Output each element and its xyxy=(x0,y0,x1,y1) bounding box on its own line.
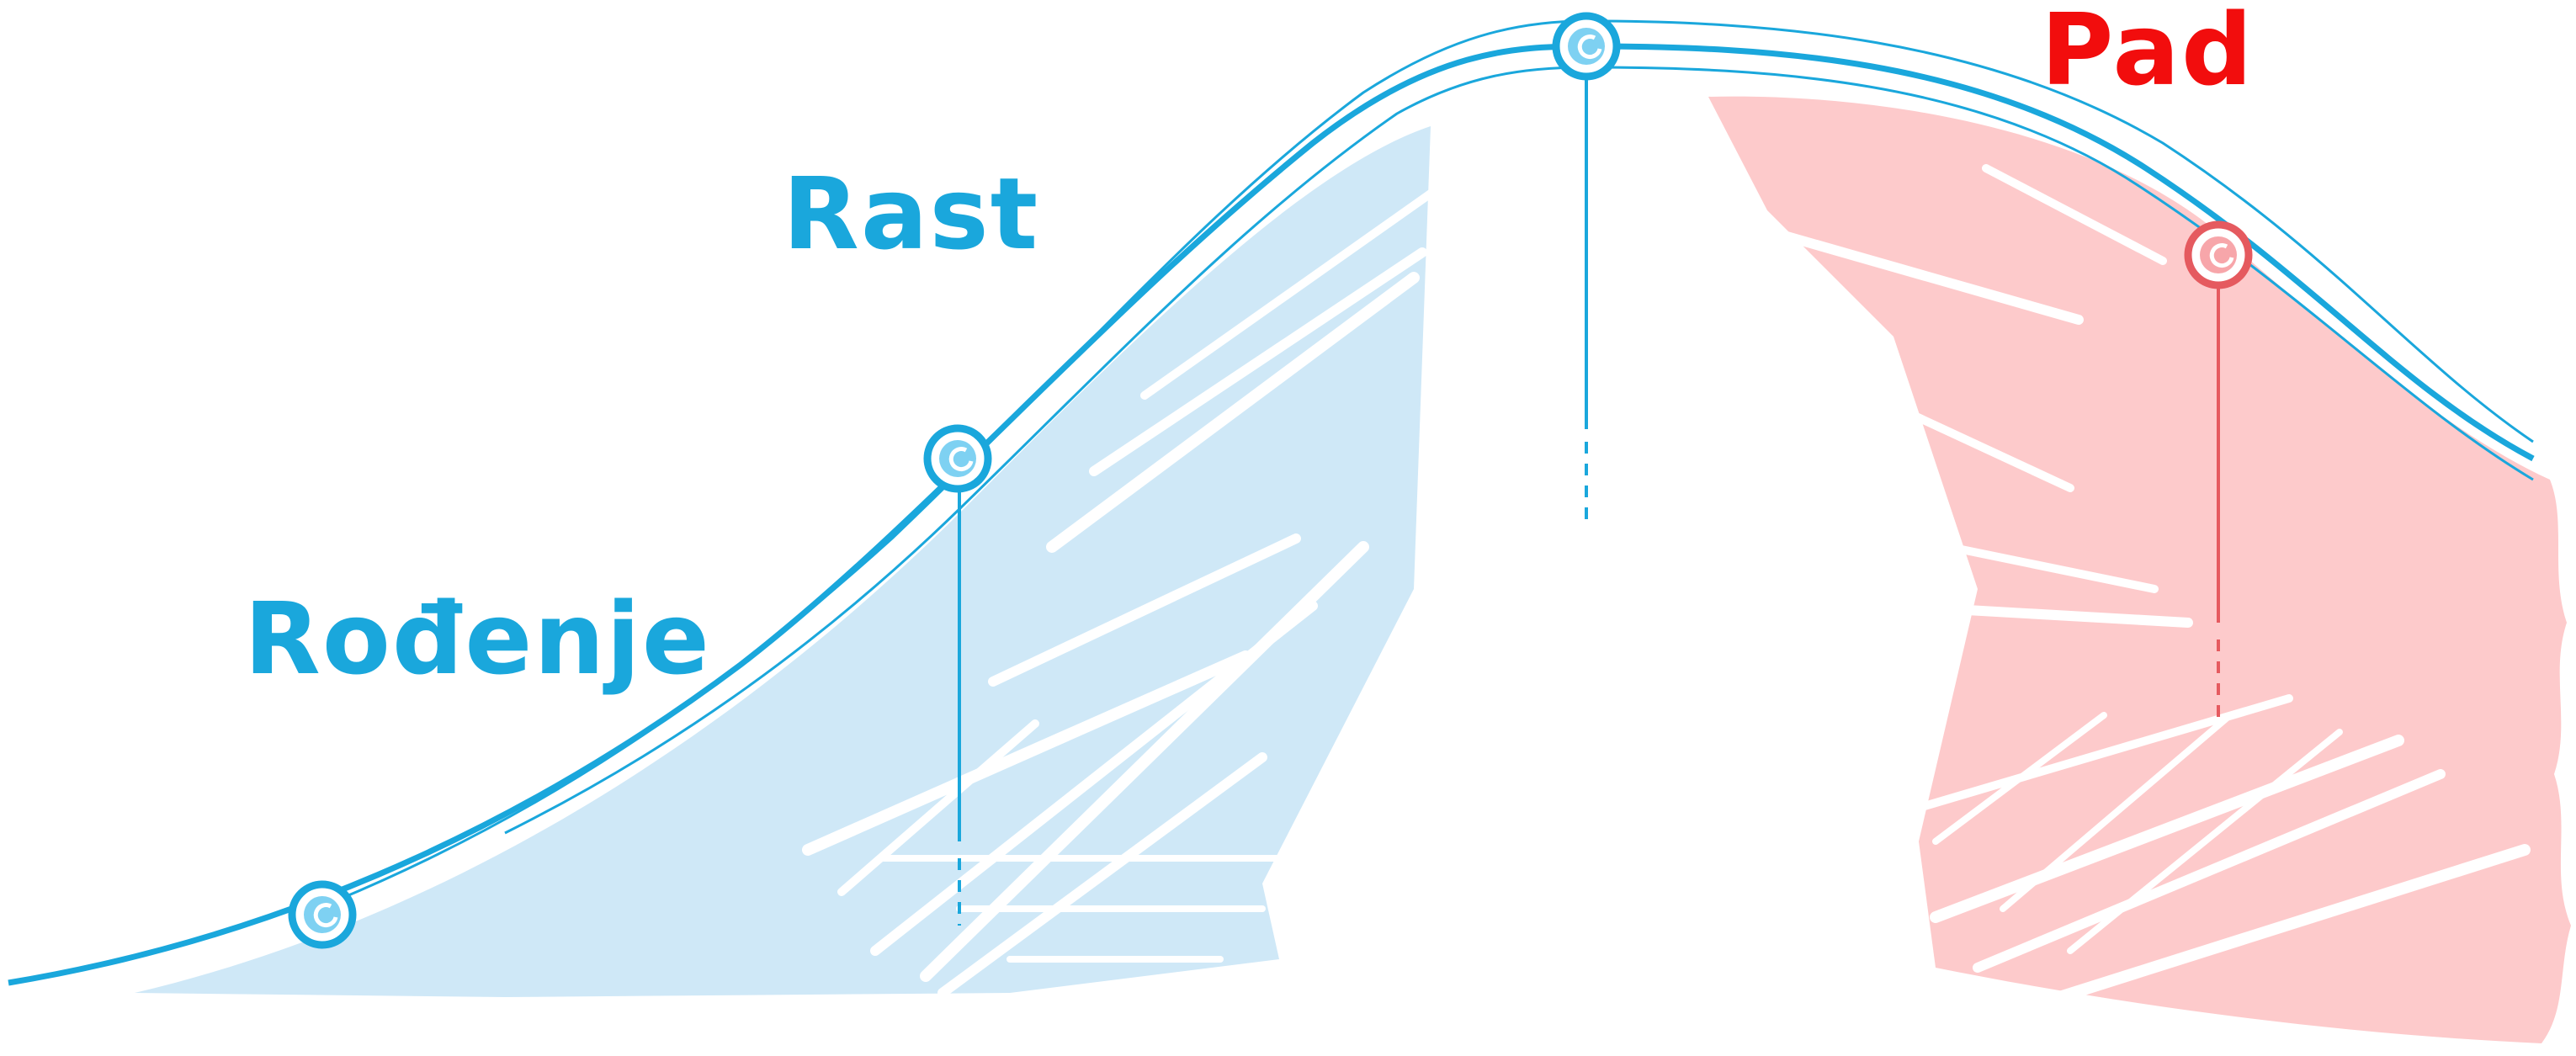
decline-point-marker xyxy=(2184,220,2253,289)
growth-label: Rast xyxy=(783,156,1040,272)
curve-main xyxy=(8,43,2535,986)
decline-label: Pad xyxy=(2041,0,2255,108)
birth-label: Rođenje xyxy=(244,581,711,697)
curve-outer xyxy=(336,19,2534,902)
growth-point-marker xyxy=(923,424,992,493)
sketch-hatching xyxy=(802,164,2531,1016)
growth-area-fill xyxy=(135,126,1431,997)
guide-lines xyxy=(958,67,2220,926)
birth-point-marker xyxy=(288,880,357,949)
peak-point-marker xyxy=(1552,12,1621,81)
